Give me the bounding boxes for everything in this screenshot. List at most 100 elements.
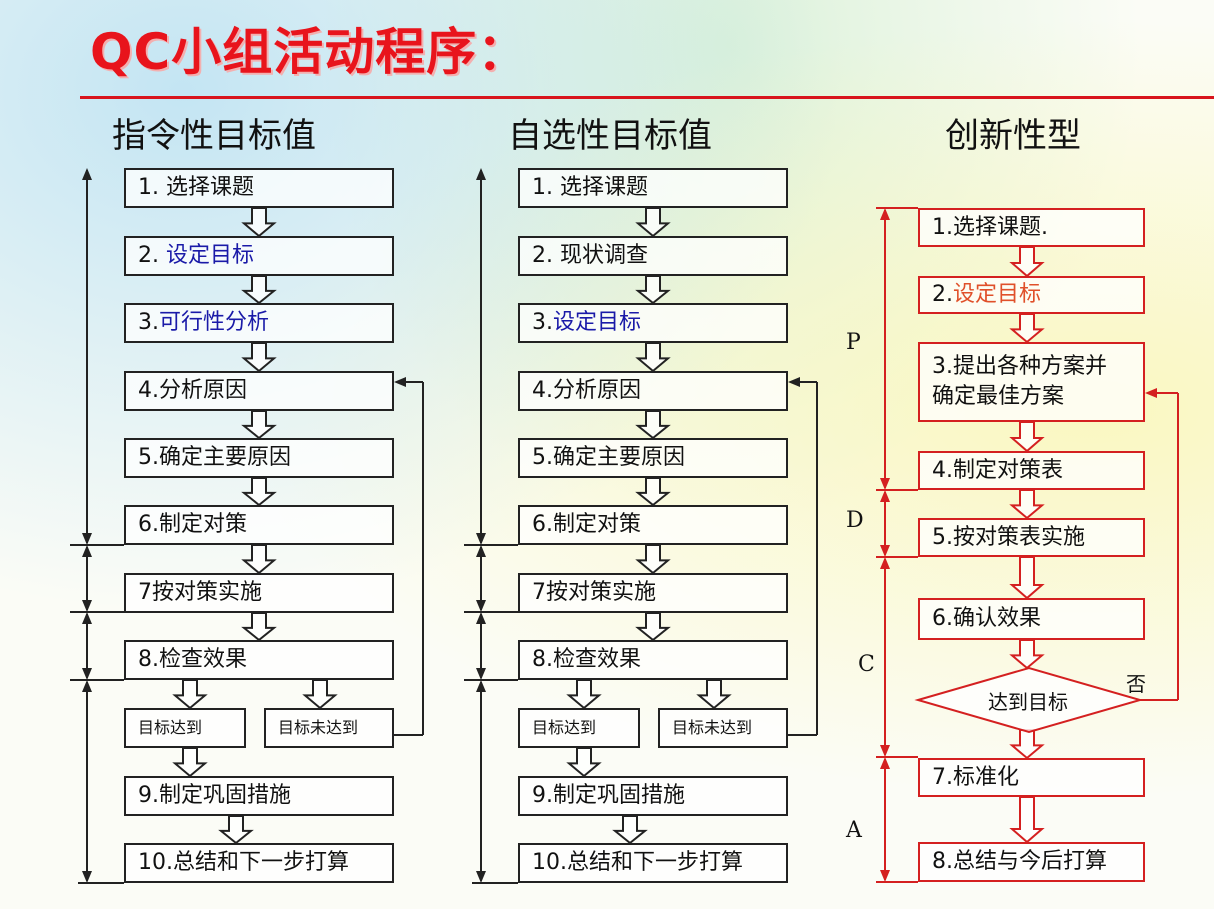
down-arrow-icon	[241, 477, 277, 507]
step-number: 5.	[532, 445, 553, 471]
arrowhead-icon	[82, 612, 92, 624]
step-box: 7.标准化	[918, 758, 1145, 797]
step-box: 1.选择课题.	[918, 208, 1145, 247]
step-number: 9.	[532, 783, 553, 809]
step-text: 目标达到	[138, 718, 203, 738]
step-box: 5.按对策表实施	[918, 518, 1145, 557]
step-text: 检查效果	[159, 647, 248, 673]
step-text: 选择课题	[165, 175, 254, 201]
down-arrow-icon	[1009, 421, 1045, 453]
step-number: 10.	[532, 850, 567, 876]
down-arrow-icon	[1009, 246, 1045, 278]
step-box: 1. 选择课题	[518, 168, 788, 208]
arrowhead-icon	[82, 600, 92, 612]
step-label: 3.提出各种方案并 确定最佳方案	[932, 352, 1107, 411]
step-text: 目标未达到	[672, 718, 753, 738]
step-number: 7.	[932, 764, 953, 790]
step-text: 确定主要原因	[159, 445, 292, 471]
step-text: 总结和下一步打算	[567, 850, 744, 876]
arrowhead-icon	[82, 871, 92, 883]
step-label: 10.总结和下一步打算	[532, 848, 743, 878]
step-number: 10.	[138, 850, 173, 876]
down-arrow-icon	[635, 612, 671, 642]
step-text: 确认效果	[953, 606, 1042, 632]
down-arrow-icon	[241, 544, 277, 575]
step-box: 4.分析原因	[518, 371, 788, 411]
feedback-arrowhead-icon	[394, 377, 406, 387]
no-label: 否	[1126, 672, 1146, 696]
step-number: 4.	[932, 457, 953, 483]
step-label: 4.制定对策表	[932, 456, 1063, 486]
step-box: 2.设定目标	[918, 276, 1145, 314]
step-label: 目标未达到	[672, 717, 752, 739]
step-number: 2.	[532, 243, 560, 269]
down-arrow-icon	[1009, 313, 1045, 344]
step-number: 3.	[532, 310, 553, 336]
step-label: 6.确认效果	[932, 604, 1041, 634]
phase-label: A	[846, 818, 862, 843]
step-label: 8.检查效果	[138, 645, 247, 675]
step-label: 2.设定目标	[932, 280, 1041, 310]
step-number: 1.	[138, 175, 166, 201]
step-text: 设定目标	[165, 243, 254, 269]
down-arrow-icon	[1009, 796, 1045, 844]
feedback-arrowhead-icon	[788, 377, 800, 387]
step-number: 1.	[932, 214, 953, 240]
step-label: 1. 选择课题	[532, 173, 648, 203]
arrowhead-icon	[82, 168, 92, 180]
down-arrow-icon	[1009, 639, 1045, 670]
step-label: 9.制定巩固措施	[138, 781, 291, 811]
step-number: 1.	[532, 175, 560, 201]
arrowhead-icon	[880, 478, 890, 490]
down-arrow-icon	[172, 747, 208, 778]
down-arrow-icon	[635, 275, 671, 305]
down-arrow-icon	[566, 679, 602, 710]
step-number: 6.	[932, 606, 953, 632]
step-box: 10.总结和下一步打算	[124, 843, 394, 883]
step-label: 目标达到	[138, 717, 202, 739]
down-arrow-icon	[635, 207, 671, 238]
down-arrow-icon	[241, 410, 277, 440]
step-label: 9.制定巩固措施	[532, 781, 685, 811]
step-text: 检查效果	[553, 647, 642, 673]
step-text: 可行性分析	[159, 310, 270, 336]
arrowhead-icon	[82, 533, 92, 545]
step-number: 8.	[932, 849, 953, 875]
phase-label: P	[846, 330, 861, 355]
step-box: 3.提出各种方案并 确定最佳方案	[918, 342, 1145, 422]
arrowhead-icon	[476, 871, 486, 883]
arrowhead-icon	[82, 668, 92, 680]
step-text: 制定对策	[159, 512, 248, 538]
arrowhead-icon	[880, 490, 890, 502]
down-arrow-icon	[1009, 556, 1045, 600]
decision-label: 达到目标	[988, 690, 1068, 714]
step-box: 8.总结与今后打算	[918, 842, 1145, 882]
arrowhead-icon	[82, 680, 92, 692]
arrowhead-icon	[880, 757, 890, 769]
step-box: 6.制定对策	[518, 505, 788, 545]
step-box: 8.检查效果	[124, 640, 394, 680]
step-label: 3.设定目标	[532, 308, 641, 338]
down-arrow-icon	[1009, 489, 1045, 520]
arrowhead-icon	[82, 545, 92, 557]
down-arrow-icon	[1009, 729, 1045, 760]
step-label: 4.分析原因	[138, 376, 247, 406]
step-label: 目标未达到	[278, 717, 358, 739]
step-text: 按对策实施	[152, 580, 263, 606]
step-text: 分析原因	[159, 378, 248, 404]
step-text: 制定巩固措施	[553, 783, 686, 809]
step-number: 3.	[932, 354, 953, 380]
step-box: 6.制定对策	[124, 505, 394, 545]
step-label: 1. 选择课题	[138, 173, 254, 203]
down-arrow-icon	[218, 815, 254, 845]
step-box: 7按对策实施	[518, 573, 788, 613]
step-label: 8.检查效果	[532, 645, 641, 675]
arrowhead-icon	[476, 668, 486, 680]
step-number: 8.	[532, 647, 553, 673]
step-number: 7	[138, 580, 152, 606]
arrowhead-icon	[880, 745, 890, 757]
step-text: 分析原因	[553, 378, 642, 404]
arrowhead-icon	[880, 545, 890, 557]
step-label: 目标达到	[532, 717, 596, 739]
arrowhead-icon	[476, 680, 486, 692]
